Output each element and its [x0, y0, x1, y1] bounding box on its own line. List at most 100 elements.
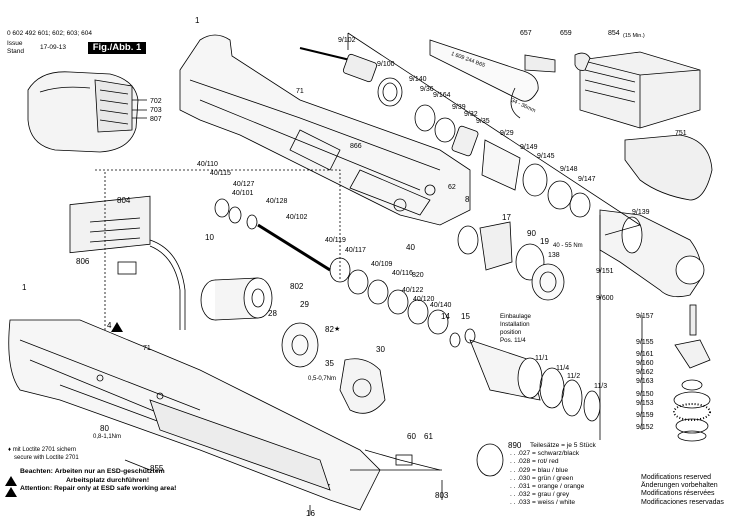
part-label: 9/145: [537, 153, 555, 160]
esd-warning-icon: [5, 476, 17, 486]
part-label: 9/39: [452, 104, 466, 111]
part-label: 9/36: [420, 86, 434, 93]
part-label: 71: [296, 88, 304, 95]
modification-line: Modifications reserved: [641, 474, 712, 481]
part-label: 9/152: [636, 424, 654, 431]
part-label: 35: [325, 359, 334, 368]
notes-block: ♦ mit Loctite 2701 sichern secure with L…: [8, 446, 176, 493]
part-label: 703: [150, 107, 162, 114]
part-label: 40/119: [325, 237, 346, 244]
issue-label: Issue: [7, 40, 23, 47]
part-label: 9/29: [500, 130, 514, 137]
modification-line: Modifications réservées: [641, 490, 715, 498]
part-label: 71: [143, 345, 151, 352]
part-label: 9/140: [409, 76, 427, 83]
part-label: 90: [527, 229, 536, 238]
part-label: 40/122: [402, 287, 424, 294]
wrench-icon: [429, 39, 539, 102]
part-label: 751: [675, 130, 687, 137]
part-label: 28: [268, 309, 277, 318]
part-label: 803: [435, 491, 449, 500]
part-label: 9/100: [377, 61, 395, 68]
part-label: 11/4: [556, 365, 570, 372]
clutch-assembly-icon: [469, 339, 601, 422]
part-label: 10: [205, 233, 214, 242]
esd-text-de-2: Arbeitsplatz durchführen!: [66, 476, 150, 484]
part-label: 659: [560, 30, 572, 37]
part-label: 9/160: [636, 360, 654, 367]
part-label: 9/162: [636, 369, 654, 376]
esd-text-en: Repair only at ESD safe working area!: [53, 484, 177, 492]
part-label: 8: [465, 195, 470, 204]
part-label: 40/120: [413, 296, 435, 303]
charger-icon: [579, 51, 701, 129]
part-label: 9/102: [338, 37, 356, 44]
loctite-note: ♦ mit Loctite 2701 sichern: [8, 447, 77, 453]
part-label: 17: [502, 213, 511, 222]
part-label: 854: [608, 30, 620, 37]
warning-triangle-icon: [111, 322, 123, 332]
part-label: 9/161: [636, 351, 654, 358]
installation-note: position: [500, 329, 522, 336]
color-row: . . .030 = grün / green: [510, 474, 574, 482]
part-label: 9/155: [636, 339, 654, 346]
color-variants-table: Teilesätze = je 5 Stück . . .027 = schwa…: [506, 442, 596, 508]
part-label: 40/127: [233, 181, 255, 188]
part-label: 62: [448, 184, 456, 191]
torque-spec: 0,5-0,7Nm: [308, 376, 337, 382]
part-label: 866: [350, 143, 362, 150]
part-label: 82: [325, 325, 334, 334]
part-label: 9/151: [596, 268, 614, 275]
part-label: 11/1: [535, 355, 549, 362]
part-label: 30: [376, 345, 385, 354]
installation-note: Installation: [500, 321, 530, 328]
part-label: 4: [107, 321, 112, 330]
part-label: 9/600: [596, 295, 614, 302]
part-label: 9/153: [636, 400, 654, 407]
battery-pack-icon: [27, 71, 139, 153]
part-label: 890: [508, 441, 522, 450]
esd-label-de: Beachten:: [20, 468, 53, 476]
part-label: 19: [540, 237, 549, 246]
part-label: 9/147: [578, 176, 596, 183]
part-label: 1: [22, 283, 27, 292]
housing-part-icon: [339, 358, 386, 414]
bevel-gear-stack-icon: [673, 304, 711, 442]
ring-set-icon: [214, 198, 449, 335]
part-label: 61: [424, 432, 433, 441]
part-label: 14: [441, 312, 450, 321]
part-label: 9/150: [636, 391, 654, 398]
part-label: 807: [150, 116, 162, 123]
figure-label: Fig./Abb. 1: [88, 42, 146, 54]
part-label: 9/163: [636, 378, 654, 385]
modifications-note: Modifications reserved Änderungen vorbeh…: [641, 474, 724, 507]
part-label: 804: [117, 196, 131, 205]
o-ring-icon: [476, 443, 504, 477]
modification-line: Modificaciones reservadas: [641, 498, 724, 506]
loctite-note: secure with Loctite 2701: [14, 455, 79, 462]
color-row: . . .033 = weiss / white: [510, 499, 576, 507]
color-row: . . .028 = rot/ red: [510, 458, 559, 466]
part-label: 60: [407, 432, 416, 441]
part-label: 820: [412, 272, 424, 279]
loctite-mark: ★: [334, 326, 341, 333]
part-label: 657: [520, 30, 532, 37]
torque-spec: 0,8-1,1Nm: [93, 434, 122, 440]
part-label: 40/101: [232, 190, 254, 197]
part-label: 702: [150, 98, 162, 105]
motor-icon: [200, 277, 273, 321]
part-label: 40/116: [392, 270, 413, 277]
part-label: 9/32: [464, 111, 478, 118]
part-label: 9/149: [520, 144, 538, 151]
part-label: 9/139: [632, 209, 650, 216]
color-row: . . .027 = schwarz/black: [510, 450, 580, 458]
part-label: 40/117: [345, 247, 366, 254]
color-row: . . .032 = grau / grey: [510, 491, 570, 499]
part-label: 11/3: [594, 383, 608, 390]
lower-housing-icon: [8, 319, 381, 511]
part-label: (15 Min.): [623, 33, 645, 39]
electronics-module-icon: [69, 195, 186, 330]
gear-shaft-assembly-icon: [299, 47, 591, 218]
esd-warning-icon-2: [5, 487, 17, 497]
